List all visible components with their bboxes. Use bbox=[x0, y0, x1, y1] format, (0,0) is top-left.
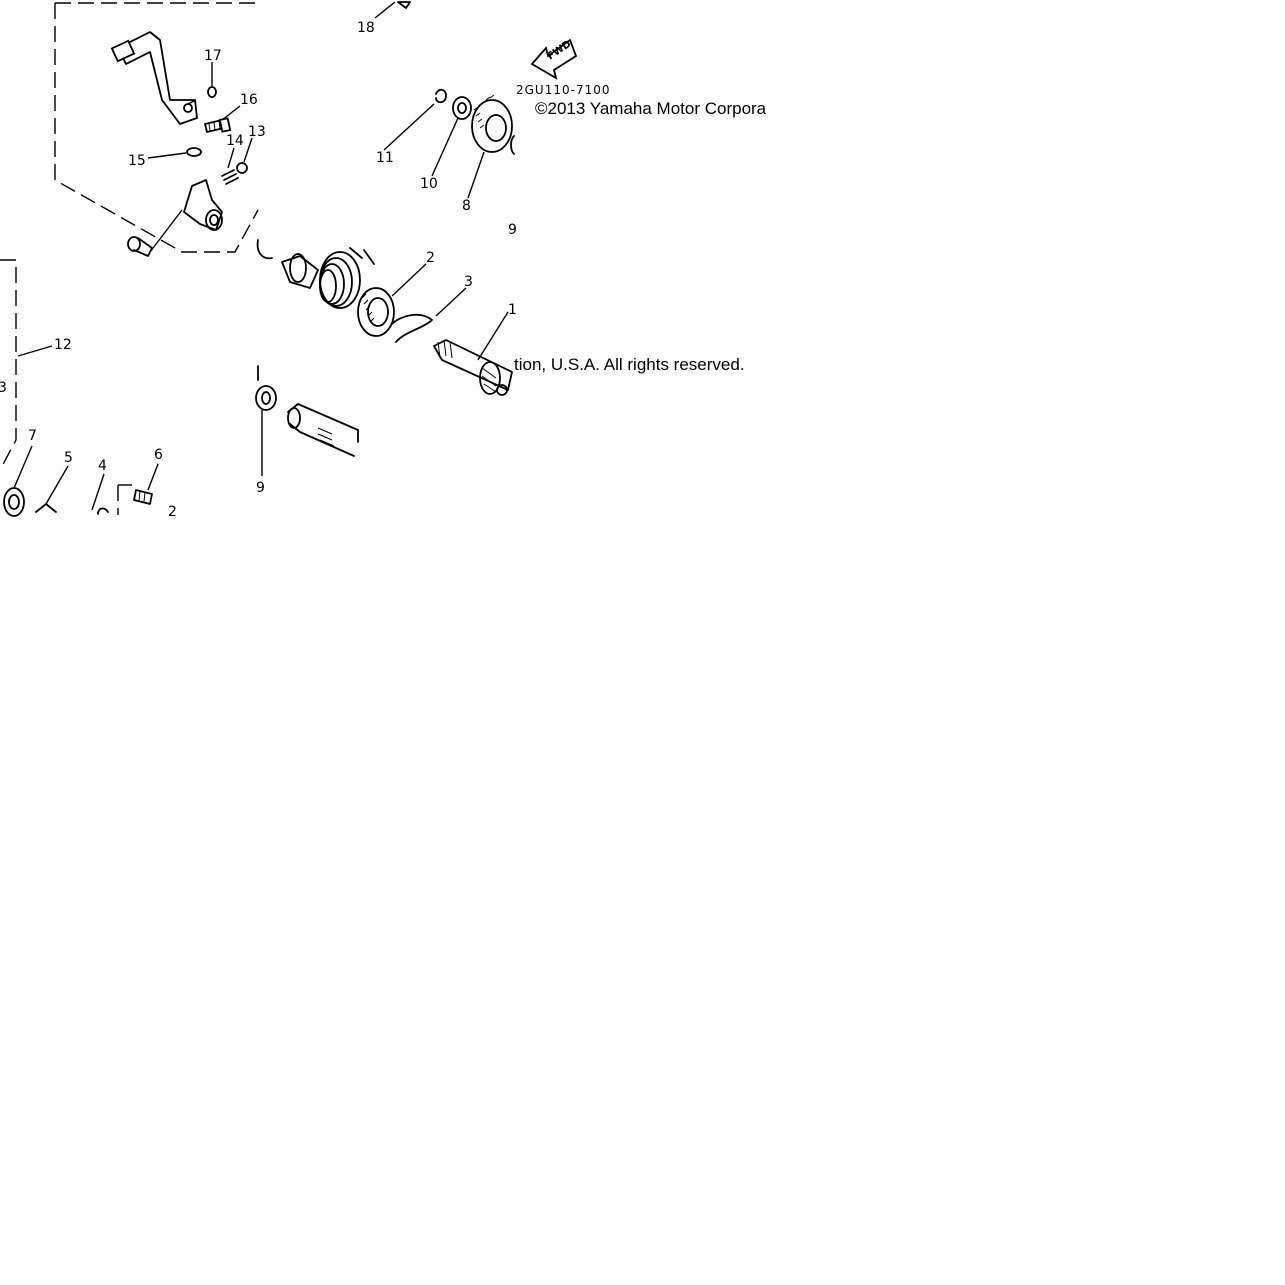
shift-pedal bbox=[110, 31, 198, 125]
part-1-kick-axle bbox=[433, 311, 513, 396]
callout-7: 7 bbox=[28, 428, 37, 444]
callout-3-left: 3 bbox=[0, 380, 7, 396]
kick-shaft-assembly bbox=[256, 239, 375, 309]
part-5-collar bbox=[35, 465, 69, 513]
arm-bolt bbox=[127, 236, 153, 257]
callout-18: 18 bbox=[357, 20, 375, 36]
return-spring bbox=[319, 251, 361, 309]
part-4-ring bbox=[91, 473, 109, 515]
callout-14: 14 bbox=[226, 133, 244, 149]
part-code: 2GU110-7100 bbox=[516, 83, 611, 97]
callout-4: 4 bbox=[98, 458, 107, 474]
copyright-line-1: ©2013 Yamaha Motor Corpora bbox=[535, 99, 767, 118]
part-10-washer bbox=[431, 96, 472, 177]
part-12-leader bbox=[17, 345, 53, 357]
part-6-pin bbox=[133, 463, 159, 505]
part-11-circlip bbox=[383, 88, 447, 151]
part-13-ball bbox=[236, 162, 248, 174]
callout-17: 17 bbox=[204, 48, 222, 64]
callout-5: 5 bbox=[64, 450, 73, 466]
fwd-arrow-icon: FWD bbox=[530, 38, 578, 80]
copyright-line-2: tion, U.S.A. All rights reserved. bbox=[514, 355, 745, 374]
shift-arm-joint bbox=[149, 179, 223, 253]
callout-16: 16 bbox=[240, 92, 258, 108]
part-18-fragment bbox=[374, 1, 411, 19]
callout-10: 10 bbox=[420, 176, 438, 192]
part-16-bolt bbox=[204, 105, 241, 133]
crop-mask-right bbox=[515, 118, 1285, 358]
part-3-clip bbox=[391, 287, 467, 343]
callout-8: 8 bbox=[462, 198, 471, 214]
callout-labels: 1 2 2 3 3 4 5 6 7 8 9 9 10 11 12 13 14 1… bbox=[0, 20, 517, 520]
part-8-gear bbox=[467, 94, 513, 199]
part-17-nut bbox=[207, 86, 217, 98]
callout-6: 6 bbox=[154, 447, 163, 463]
callout-3: 3 bbox=[464, 274, 473, 290]
callout-15: 15 bbox=[128, 153, 146, 169]
callout-2: 2 bbox=[426, 250, 435, 266]
part-2-ratchet-wheel bbox=[357, 263, 427, 337]
dashed-boundary-upper bbox=[54, 2, 259, 253]
callout-13: 13 bbox=[248, 124, 266, 140]
part-right-edge-fragment bbox=[510, 135, 515, 155]
callout-12: 12 bbox=[54, 337, 72, 353]
transmission-shaft bbox=[287, 403, 359, 457]
dashed-boundary-left bbox=[0, 259, 132, 515]
callout-9: 9 bbox=[256, 480, 265, 496]
callout-2-lower: 2 bbox=[168, 504, 177, 520]
part-15-washer bbox=[186, 147, 202, 157]
callout-1: 1 bbox=[508, 302, 517, 318]
part-14-spring bbox=[221, 147, 239, 185]
callout-9-right: 9 bbox=[508, 222, 517, 238]
callout-11: 11 bbox=[376, 150, 394, 166]
part-7-bearing bbox=[3, 445, 33, 517]
part-9-washer bbox=[255, 385, 277, 476]
